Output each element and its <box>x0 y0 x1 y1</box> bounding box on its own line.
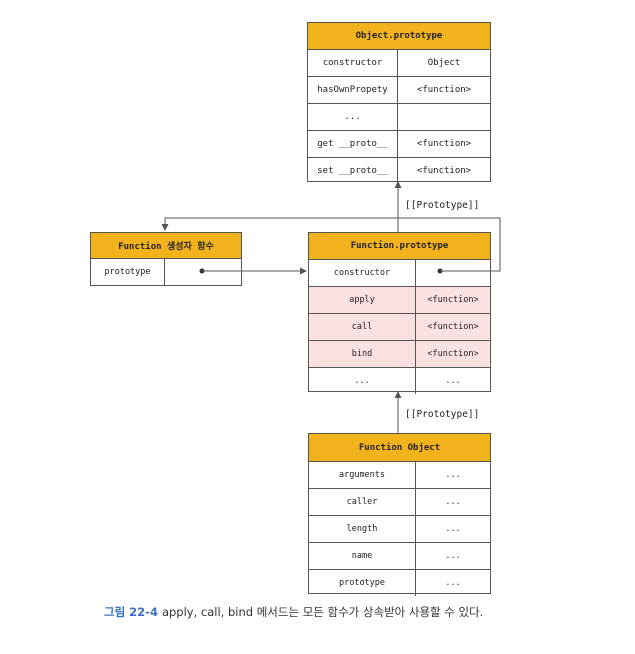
table-row: length ... <box>309 516 490 543</box>
row-key: hasOwnPropety <box>308 77 398 103</box>
table-row: apply <function> <box>309 287 490 314</box>
table-row: hasOwnPropety <function> <box>308 77 490 104</box>
table-row: arguments ... <box>309 462 490 489</box>
table-row: get __proto__ <function> <box>308 131 490 158</box>
row-key: prototype <box>91 259 165 285</box>
function-object-box: Function Object arguments ... caller ...… <box>308 433 491 596</box>
row-key: name <box>309 543 416 569</box>
row-key: ... <box>308 104 398 130</box>
function-constructor-title: Function 생성자 함수 <box>91 233 241 259</box>
table-row: constructor <box>309 260 490 287</box>
row-key: get __proto__ <box>308 131 398 157</box>
row-value: <function> <box>416 85 472 95</box>
prototype-label-bottom: [[Prototype]] <box>405 409 480 420</box>
row-value: ... <box>445 376 461 386</box>
row-value: ... <box>445 551 461 561</box>
table-row: constructor Object <box>308 50 490 77</box>
caption-text: apply, call, bind 메서드는 모든 함수가 상속받아 사용할 수… <box>161 605 484 619</box>
prototype-label-top: [[Prototype]] <box>405 200 480 211</box>
row-key: apply <box>309 287 416 313</box>
row-value: <function> <box>416 166 472 176</box>
row-value: ... <box>445 497 461 507</box>
table-row: bind <function> <box>309 341 490 368</box>
table-row: call <function> <box>309 314 490 341</box>
figure-number: 그림 22-4 <box>104 605 158 619</box>
row-value: ... <box>445 470 461 480</box>
object-prototype-title: Object.prototype <box>308 23 490 50</box>
row-key: prototype <box>309 570 416 596</box>
row-key: constructor <box>308 50 398 76</box>
row-value: ... <box>445 578 461 588</box>
table-row: prototype <box>91 259 241 285</box>
function-object-title: Function Object <box>309 434 490 462</box>
table-row: ... ... <box>309 368 490 394</box>
table-row: name ... <box>309 543 490 570</box>
row-key: bind <box>309 341 416 367</box>
row-key: ... <box>309 368 416 394</box>
row-value: <function> <box>427 349 479 359</box>
row-key: constructor <box>309 260 416 286</box>
row-value: Object <box>427 58 461 68</box>
row-key: arguments <box>309 462 416 488</box>
table-row: prototype ... <box>309 570 490 596</box>
function-prototype-title: Function.prototype <box>309 233 490 260</box>
object-prototype-box: Object.prototype constructor Object hasO… <box>307 22 491 184</box>
function-prototype-box: Function.prototype constructor apply <fu… <box>308 232 491 394</box>
row-value: <function> <box>427 322 479 332</box>
row-key: set __proto__ <box>308 158 398 184</box>
fp-constructor-arrow <box>161 217 501 272</box>
table-row: caller ... <box>309 489 490 516</box>
row-value: <function> <box>416 139 472 149</box>
table-row: set __proto__ <function> <box>308 158 490 184</box>
row-key: call <box>309 314 416 340</box>
row-value: ... <box>445 524 461 534</box>
row-value: <function> <box>427 295 479 305</box>
row-key: length <box>309 516 416 542</box>
table-row: ... <box>308 104 490 131</box>
row-key: caller <box>309 489 416 515</box>
function-constructor-box: Function 생성자 함수 prototype <box>90 232 242 286</box>
